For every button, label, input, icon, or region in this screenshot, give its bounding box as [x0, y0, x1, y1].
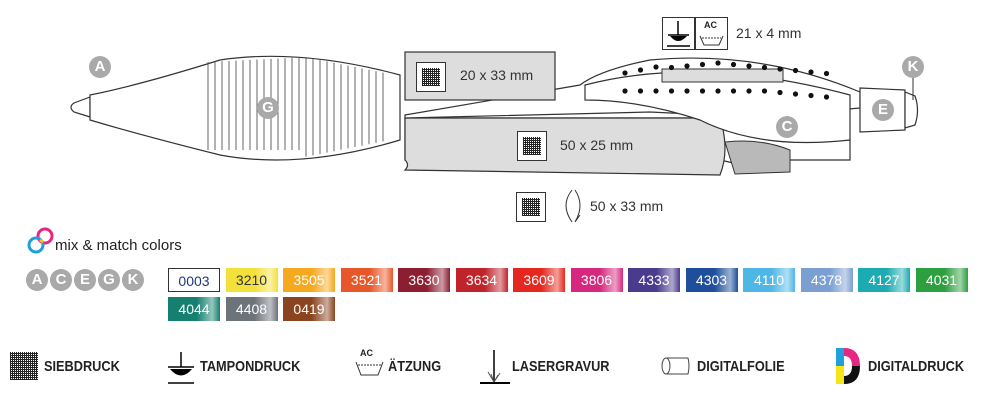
clip-dot — [715, 60, 721, 66]
mix-match-title: mix & match colors — [55, 237, 182, 254]
part-label-c: C — [776, 116, 798, 138]
clip-dot — [777, 89, 783, 96]
clip-dot — [715, 88, 721, 94]
clip-dot — [746, 88, 752, 94]
color-swatch-3630[interactable]: 3630 — [398, 268, 450, 292]
siebdruck-icon — [10, 352, 38, 380]
tampondruck-icon — [662, 17, 695, 50]
part-letter-e: E — [74, 269, 96, 291]
color-swatch-4044[interactable]: 4044 — [168, 297, 220, 321]
pen-drawing — [70, 51, 919, 223]
clip-dot — [808, 69, 814, 75]
print-size-label: 21 x 4 mm — [736, 25, 802, 41]
legend-label: DIGITALDRUCK — [868, 358, 965, 375]
part-label-g: G — [257, 97, 279, 119]
clip-dot — [761, 88, 768, 94]
pen-tip — [70, 96, 91, 118]
legend-label: DIGITALFOLIE — [697, 358, 785, 375]
push-button — [904, 91, 919, 129]
digitalfolie-icon — [661, 357, 690, 375]
print-area-clip — [661, 68, 784, 83]
clip-dot — [792, 91, 799, 97]
clip-dot — [699, 61, 706, 68]
clip-dot — [823, 70, 830, 77]
clip-dot — [637, 67, 644, 73]
part-letter-a: A — [26, 269, 48, 291]
aetzung-icon: AC — [695, 17, 728, 50]
tampondruck-icon — [168, 352, 194, 384]
clip-dot — [699, 88, 706, 94]
clip-dot — [808, 92, 814, 99]
print-size-label: 20 x 33 mm — [460, 67, 534, 83]
color-swatch-4378[interactable]: 4378 — [800, 268, 853, 292]
clip-dot — [622, 70, 628, 76]
color-swatch-4333[interactable]: 4333 — [628, 268, 680, 292]
color-swatch-3521[interactable]: 3521 — [340, 268, 393, 292]
color-swatch-4127[interactable]: 4127 — [858, 268, 910, 292]
color-swatch-0003[interactable]: 0003 — [168, 268, 220, 292]
part-label-a: A — [89, 56, 111, 78]
color-swatch-3210[interactable]: 3210 — [225, 268, 278, 292]
clip-dots — [622, 60, 830, 100]
aetzung-icon — [355, 361, 384, 376]
legend-label: TAMPONDRUCK — [200, 358, 301, 375]
clip-dot — [622, 88, 628, 94]
legend-label: SIEBDRUCK — [44, 358, 120, 375]
part-label-e: E — [872, 99, 894, 121]
siebdruck-icon — [416, 62, 446, 92]
clip-dot — [668, 88, 675, 94]
clip-dot — [668, 64, 675, 71]
clip-dot — [730, 61, 737, 68]
part-letter-c: C — [50, 269, 72, 291]
barrel-curve-shade — [724, 140, 791, 175]
clip-dot — [653, 88, 659, 94]
clip-dot — [823, 94, 830, 100]
grip-lines — [207, 57, 384, 157]
color-swatch-3505[interactable]: 3505 — [283, 268, 335, 292]
part-label-k: K — [902, 56, 924, 78]
siebdruck-icon — [517, 131, 547, 161]
clip-dot — [684, 63, 690, 69]
color-swatch-4303[interactable]: 4303 — [685, 268, 738, 292]
print-size-label: 50 x 25 mm — [560, 137, 634, 153]
legend-label: LASERGRAVUR — [512, 358, 610, 375]
print-size-label: 50 x 33 mm — [590, 198, 664, 214]
color-swatch-4408[interactable]: 4408 — [225, 297, 278, 321]
clip-dot — [684, 88, 690, 94]
color-swatch-3634[interactable]: 3634 — [455, 268, 508, 292]
lasergravur-icon — [480, 350, 510, 384]
legend-label: ÄTZUNG — [388, 358, 442, 375]
clip-dot — [730, 88, 737, 94]
digitaldruck-icon — [836, 348, 860, 384]
color-swatch-4110[interactable]: 4110 — [743, 268, 795, 292]
clip-dot — [653, 64, 659, 70]
part-letter-k: K — [122, 269, 144, 291]
print-area-barrel — [403, 117, 726, 176]
aetzung-icon-text: AC — [360, 348, 373, 358]
siebdruck-icon — [516, 192, 546, 222]
clip-dot — [777, 66, 783, 72]
color-swatch-3609[interactable]: 3609 — [513, 268, 565, 292]
pen-front-body — [89, 55, 401, 161]
clip-dot — [792, 67, 799, 74]
part-letter-g: G — [98, 269, 120, 291]
clip-dot — [761, 64, 768, 71]
clip-dot — [746, 63, 752, 69]
rotation-arrow-icon — [565, 189, 581, 223]
mix-match-logo-icon — [27, 227, 54, 254]
color-swatch-0419[interactable]: 0419 — [283, 297, 335, 321]
color-swatch-3806[interactable]: 3806 — [570, 268, 623, 292]
color-swatch-4031[interactable]: 4031 — [915, 268, 968, 292]
clip-dot — [637, 88, 644, 94]
